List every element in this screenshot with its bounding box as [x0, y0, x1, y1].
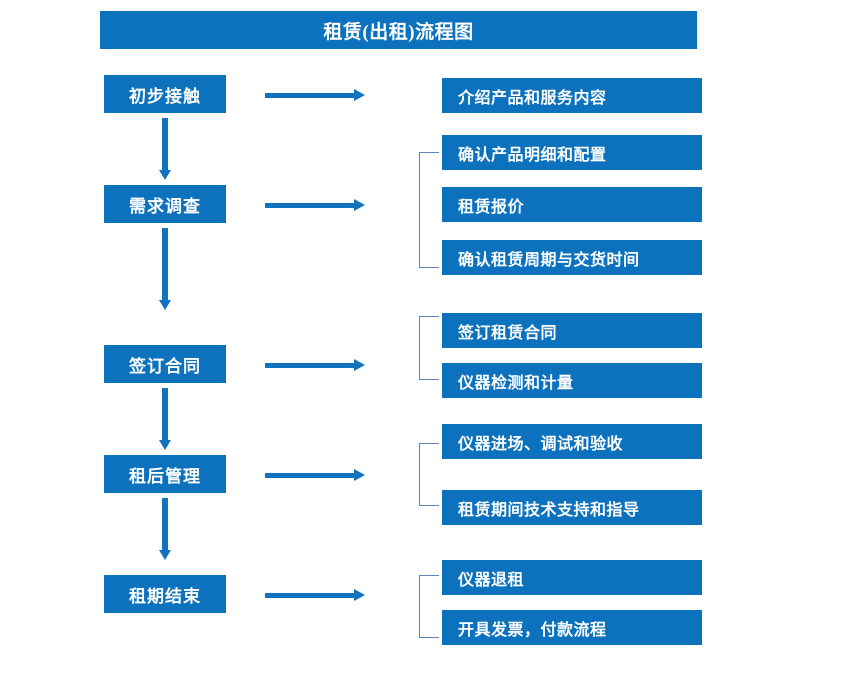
arrow-head [354, 359, 365, 371]
bracket-group-3 [419, 316, 439, 380]
arrow-head [159, 300, 171, 310]
arrow-stage-5-to-details [265, 589, 365, 601]
arrow-stage-1-to-details [265, 89, 365, 101]
detail-box-2-1[interactable]: 确认产品明细和配置 [442, 135, 702, 170]
arrow-head [354, 89, 365, 101]
arrow-head [159, 170, 171, 180]
bracket-group-2 [419, 152, 439, 268]
arrow-shaft [265, 363, 355, 368]
stage-box-initial-contact[interactable]: 初步接触 [104, 75, 226, 113]
arrow-shaft [162, 388, 168, 440]
arrow-shaft [162, 228, 168, 300]
detail-box-4-2[interactable]: 租赁期间技术支持和指导 [442, 490, 702, 525]
detail-box-3-1[interactable]: 签订租赁合同 [442, 313, 702, 348]
detail-box-3-2[interactable]: 仪器检测和计量 [442, 363, 702, 398]
arrow-head [159, 440, 171, 450]
arrow-stage-1-to-stage-2 [159, 118, 171, 180]
arrow-head [354, 469, 365, 481]
arrow-head [159, 550, 171, 560]
flowchart-title: 租赁(出租)流程图 [100, 11, 697, 49]
arrow-stage-3-to-stage-4 [159, 388, 171, 450]
arrow-shaft [265, 473, 355, 478]
arrow-stage-4-to-stage-5 [159, 498, 171, 560]
stage-box-needs-survey[interactable]: 需求调查 [104, 185, 226, 223]
bracket-group-5 [419, 575, 439, 638]
arrow-stage-2-to-stage-3 [159, 228, 171, 310]
arrow-stage-2-to-details [265, 199, 365, 211]
arrow-stage-3-to-details [265, 359, 365, 371]
stage-box-lease-end[interactable]: 租期结束 [104, 575, 226, 613]
arrow-head [354, 199, 365, 211]
arrow-stage-4-to-details [265, 469, 365, 481]
detail-box-2-2[interactable]: 租赁报价 [442, 187, 702, 222]
arrow-shaft [265, 593, 355, 598]
arrow-shaft [162, 118, 168, 170]
detail-box-5-2[interactable]: 开具发票，付款流程 [442, 610, 702, 645]
detail-box-1-1[interactable]: 介绍产品和服务内容 [442, 78, 702, 113]
detail-box-5-1[interactable]: 仪器退租 [442, 560, 702, 595]
arrow-shaft [265, 203, 355, 208]
stage-box-sign-contract[interactable]: 签订合同 [104, 345, 226, 383]
arrow-shaft [162, 498, 168, 550]
bracket-group-4 [419, 443, 439, 506]
detail-box-4-1[interactable]: 仪器进场、调试和验收 [442, 424, 702, 459]
detail-box-2-3[interactable]: 确认租赁周期与交货时间 [442, 240, 702, 275]
stage-box-post-lease-management[interactable]: 租后管理 [104, 455, 226, 493]
arrow-shaft [265, 93, 355, 98]
arrow-head [354, 589, 365, 601]
